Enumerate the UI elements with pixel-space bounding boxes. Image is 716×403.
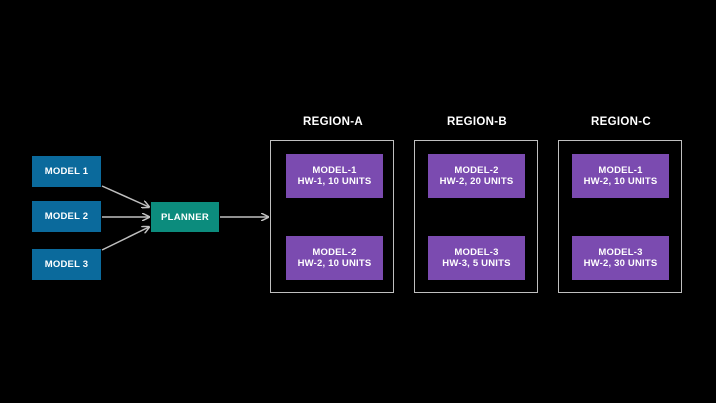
deployment-hw: HW-2, 20 UNITS (439, 176, 514, 187)
arrow-model3-to-planner (101, 227, 149, 251)
model-3-box: MODEL 3 (32, 249, 101, 280)
region-b-deployment-1: MODEL-2 HW-2, 20 UNITS (428, 154, 525, 198)
region-b-box (414, 140, 538, 293)
deployment-model: MODEL-3 (454, 247, 499, 258)
deployment-model: MODEL-3 (598, 247, 643, 258)
region-a-box (270, 140, 394, 293)
region-a-deployment-1: MODEL-1 HW-1, 10 UNITS (286, 154, 383, 198)
region-c-box (558, 140, 682, 293)
region-c-title: REGION-C (591, 116, 651, 128)
region-a-title: REGION-A (303, 116, 363, 128)
planner-label: PLANNER (160, 211, 210, 223)
deployment-hw: HW-3, 5 UNITS (442, 258, 511, 269)
model-2-box: MODEL 2 (32, 201, 101, 232)
region-c-deployment-1: MODEL-1 HW-2, 10 UNITS (572, 154, 669, 198)
region-c-deployment-2: MODEL-3 HW-2, 30 UNITS (572, 236, 669, 280)
deployment-hw: HW-2, 30 UNITS (583, 258, 658, 269)
deployment-model: MODEL-1 (598, 165, 643, 176)
model-1-label: MODEL 1 (44, 166, 89, 177)
model-2-label: MODEL 2 (44, 211, 89, 222)
deployment-hw: HW-2, 10 UNITS (297, 258, 372, 269)
deployment-model: MODEL-1 (312, 165, 357, 176)
deployment-model: MODEL-2 (312, 247, 357, 258)
arrow-model1-to-planner (101, 185, 149, 207)
deployment-hw: HW-2, 10 UNITS (583, 176, 658, 187)
region-b-deployment-2: MODEL-3 HW-3, 5 UNITS (428, 236, 525, 280)
deployment-hw: HW-1, 10 UNITS (297, 176, 372, 187)
planner-box: PLANNER (151, 202, 219, 232)
deployment-model: MODEL-2 (454, 165, 499, 176)
model-1-box: MODEL 1 (32, 156, 101, 187)
region-a-deployment-2: MODEL-2 HW-2, 10 UNITS (286, 236, 383, 280)
model-3-label: MODEL 3 (44, 259, 89, 270)
region-b-title: REGION-B (447, 116, 507, 128)
